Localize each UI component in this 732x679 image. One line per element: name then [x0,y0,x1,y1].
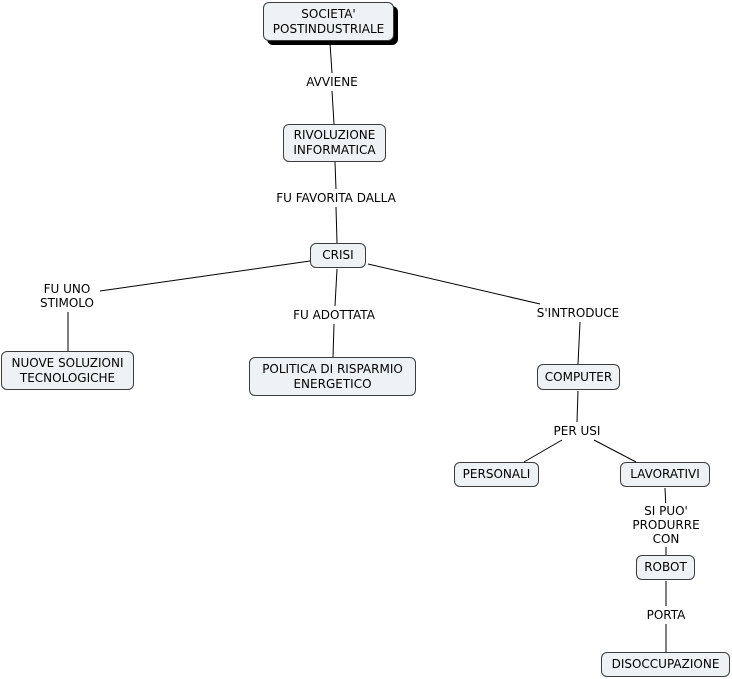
link-label-fu-uno-stimolo: FU UNO STIMOLO [37,281,97,311]
connector-adottata-politica [332,323,335,358]
node-rivoluzione-informatica[interactable]: RIVOLUZIONE INFORMATICA [283,124,386,162]
connector-computer-perusi [576,390,579,423]
node-politica-di-risparmio-energetico[interactable]: POLITICA DI RISPARMIO ENERGETICO [249,357,416,396]
node-nuove-soluzioni-tecnologiche[interactable]: NUOVE SOLUZIONI TECNOLOGICHE [1,351,134,390]
link-label-si-puo-produrre-con: SI PUO' PRODURRE CON [629,503,703,547]
link-label-porta: PORTA [643,607,689,623]
connector-rivoluzione-favorita [334,161,337,190]
connector-favorita-crisi [335,206,338,244]
connector-perusi-lavorativi [593,439,637,463]
connector-introduce-computer [577,321,581,365]
connector-crisi-introduce [367,263,541,305]
link-label-s-introduce: S'INTRODUCE [533,305,623,321]
connector-perusi-personali [523,439,563,463]
node-robot[interactable]: ROBOT [636,555,695,580]
node-lavorativi[interactable]: LAVORATIVI [620,462,710,487]
node-disoccupazione[interactable]: DISOCCUPAZIONE [601,652,730,677]
link-label-fu-favorita-dalla: FU FAVORITA DALLA [273,190,399,206]
node-societa-postindustriale[interactable]: SOCIETA' POSTINDUSTRIALE [263,2,394,41]
node-computer[interactable]: COMPUTER [537,364,620,390]
node-crisi[interactable]: CRISI [310,243,366,268]
connector-crisi-stimolo [99,260,311,292]
link-label-fu-adottata: FU ADOTTATA [290,307,378,323]
node-personali[interactable]: PERSONALI [454,462,539,487]
connector-crisi-adottata [334,268,338,307]
link-label-avviene: AVVIENE [303,74,361,90]
link-label-per-usi: PER USI [550,423,604,439]
connector-avviene-rivoluzione [331,90,335,125]
connector-societa-avviene [329,42,333,74]
